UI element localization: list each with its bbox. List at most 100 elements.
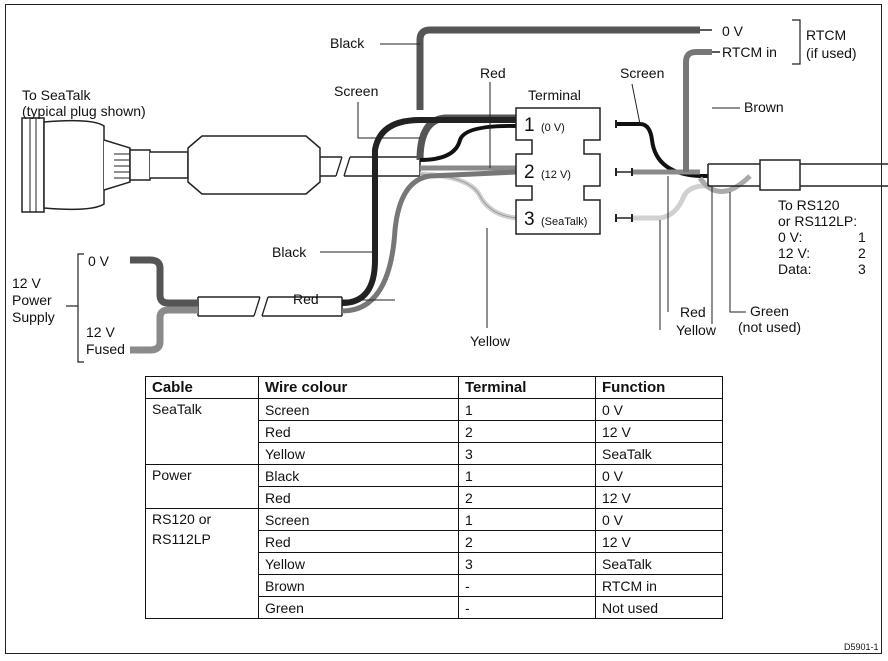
wire-colour-cell: Yellow xyxy=(258,442,459,465)
label-typical-plug: (typical plug shown) xyxy=(22,103,146,119)
function-cell: Not used xyxy=(595,596,723,619)
rs-cable xyxy=(707,159,888,191)
table-row: Yellow 3 SeaTalk xyxy=(146,552,723,575)
terminal-2-desc: (12 V) xyxy=(541,169,571,181)
function-cell: SeaTalk xyxy=(595,442,723,465)
label-red-right: Red xyxy=(680,304,706,320)
wire-colour-cell: Yellow xyxy=(258,552,459,575)
function-cell: 0 V xyxy=(595,464,723,487)
diagram-frame xyxy=(5,4,882,654)
function-cell: 12 V xyxy=(595,420,723,443)
label-rtcm-in: RTCM in xyxy=(722,44,777,60)
wire-colour-cell: Black xyxy=(258,464,459,487)
wires-right xyxy=(615,49,752,222)
label-brown: Brown xyxy=(744,99,784,115)
rs-pin-0v-number: 1 xyxy=(858,229,866,245)
label-yellow-right: Yellow xyxy=(676,322,717,338)
terminal-cell: 3 xyxy=(458,442,596,465)
terminal-2-number: 2 xyxy=(524,162,535,183)
cable-cell-seatalk: SeaTalk xyxy=(145,398,259,465)
label-green: Green xyxy=(750,303,789,319)
rs-pin-12v-number: 2 xyxy=(858,245,866,261)
wire-colour-cell: Green xyxy=(258,596,459,619)
label-supply-12v: 12 V xyxy=(12,275,41,291)
label-not-used: (not used) xyxy=(738,319,801,335)
label-if-used: (if used) xyxy=(806,45,857,61)
function-cell: 12 V xyxy=(595,486,723,509)
label-or-rs112lp: or RS112LP: xyxy=(778,213,857,229)
table-row: Power Black 1 0 V xyxy=(145,464,723,509)
table-row: Yellow 3 SeaTalk xyxy=(146,442,723,465)
wire-colour-cell: Red xyxy=(258,420,459,443)
label-supply-supply: Supply xyxy=(12,309,55,325)
wire-colour-cell: Screen xyxy=(258,398,459,421)
terminal-cell: 1 xyxy=(458,464,596,487)
function-cell: RTCM in xyxy=(595,574,723,597)
terminal-cell: 2 xyxy=(458,420,596,443)
header-function: Function xyxy=(595,376,723,399)
wire-colour-cell: Red xyxy=(258,486,459,509)
function-cell: 0 V xyxy=(595,398,723,421)
terminal-cell: - xyxy=(458,574,596,597)
rs-pin-data-number: 3 xyxy=(858,261,866,277)
table-header-row: Cable Wire colour Terminal Function xyxy=(145,376,723,399)
leader-lines xyxy=(320,43,746,330)
terminal-cell: 3 xyxy=(458,552,596,575)
rs-pin-0v-name: 0 V: xyxy=(778,229,802,245)
wiring-table: Cable Wire colour Terminal Function SeaT… xyxy=(145,376,723,619)
terminal-1-number: 1 xyxy=(524,115,535,136)
label-screen-left: Screen xyxy=(334,83,378,99)
label-terminal: Terminal xyxy=(528,87,581,103)
terminal-3-number: 3 xyxy=(524,209,535,230)
label-yellow-bottom: Yellow xyxy=(470,333,511,349)
label-red-mid: Red xyxy=(293,291,319,307)
table-row: Red 2 12 V xyxy=(146,486,723,509)
figure-code: D5901-1 xyxy=(844,642,879,652)
wire-colour-cell: Brown xyxy=(258,574,459,597)
terminal-labels: 1 (0 V) 2 (12 V) 3 (SeaTalk) xyxy=(524,115,587,230)
rs-pin-data-name: Data: xyxy=(778,261,811,277)
cable-cell-rs120: RS120 or RS112LP xyxy=(145,508,259,619)
seatalk-cable xyxy=(320,156,421,177)
terminal-cell: 2 xyxy=(458,486,596,509)
rtcm-bracket xyxy=(792,19,801,65)
label-supply-power: Power xyxy=(12,292,52,308)
table-row: Green - Not used xyxy=(146,596,723,619)
function-cell: SeaTalk xyxy=(595,552,723,575)
terminal-cell: 2 xyxy=(458,530,596,553)
rs-pin-12v-name: 12 V: xyxy=(778,245,810,261)
table-row: Red 2 12 V xyxy=(146,530,723,553)
terminal-cell: - xyxy=(458,596,596,619)
terminal-3-desc: (SeaTalk) xyxy=(541,216,587,228)
power-cable xyxy=(197,296,343,317)
wire-colour-cell: Red xyxy=(258,530,459,553)
wires-left xyxy=(130,26,700,354)
label-zero-v-top: 0 V xyxy=(722,23,744,39)
terminal-cell: 1 xyxy=(458,398,596,421)
label-ps-12v: 12 V xyxy=(86,324,115,340)
cable-moulding xyxy=(187,135,321,195)
label-rtcm: RTCM xyxy=(806,27,846,43)
header-cable: Cable xyxy=(145,376,259,399)
label-ps-fused: Fused xyxy=(86,341,125,357)
label-black-mid: Black xyxy=(272,244,307,260)
wire-colour-cell: Screen xyxy=(258,508,459,531)
terminal-block xyxy=(515,107,601,235)
label-ps-0v: 0 V xyxy=(88,253,110,269)
label-screen-right: Screen xyxy=(620,65,664,81)
label-to-rs120: To RS120 xyxy=(778,197,840,213)
label-red-top: Red xyxy=(480,65,506,81)
terminal-cell: 1 xyxy=(458,508,596,531)
terminal-1-desc: (0 V) xyxy=(541,122,565,134)
power-supply-bracket xyxy=(77,253,84,363)
seatalk-plug xyxy=(21,117,189,213)
label-black-top: Black xyxy=(330,35,365,51)
function-cell: 0 V xyxy=(595,508,723,531)
label-to-seatalk: To SeaTalk xyxy=(22,87,91,103)
function-cell: 12 V xyxy=(595,530,723,553)
table-row: RS120 or RS112LP Screen 1 0 V xyxy=(145,508,723,619)
header-terminal: Terminal xyxy=(458,376,596,399)
table-row: SeaTalk Screen 1 0 V xyxy=(145,398,723,465)
header-wire-colour: Wire colour xyxy=(258,376,459,399)
